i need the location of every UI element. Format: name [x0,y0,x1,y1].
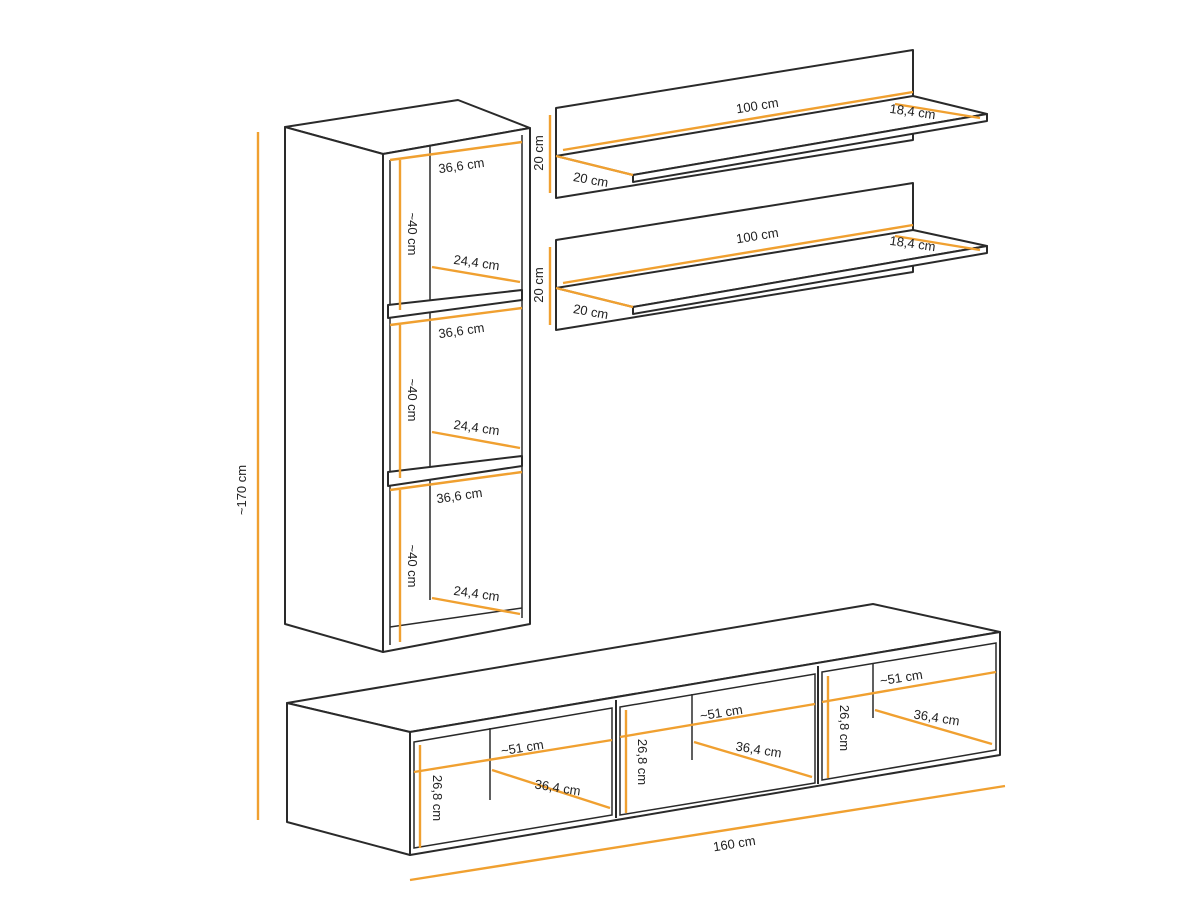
label-tv-2-height: 26,8 cm [635,739,650,785]
label-cabinet-width-1: 36,6 cm [437,155,485,176]
label-cabinet-width-2: 36,6 cm [437,320,485,341]
tall-cabinet-shelf-1 [387,289,523,319]
label-cabinet-height-2: ~40 cm [405,379,420,422]
label-shelf-1-length: 100 cm [735,95,779,116]
label-shelf-1-height: 20 cm [531,135,546,170]
wall-shelf-top [555,49,988,199]
label-cabinet-depth-2: 24,4 cm [453,417,501,438]
wall-shelf-bottom [555,182,988,331]
tv-unit-front [409,631,1001,856]
label-cabinet-height-1: ~40 cm [405,213,420,256]
label-tv-2-depth: 36,4 cm [735,739,783,761]
label-shelf-1-side: 20 cm [572,169,609,190]
label-tv-3-depth: 36,4 cm [913,707,961,729]
label-shelf-1-depth: 18,4 cm [889,101,937,122]
label-tv-3-width: ~51 cm [879,667,924,689]
label-shelf-2-height: 20 cm [531,267,546,302]
label-tv-2-width: ~51 cm [699,702,744,724]
label-cabinet-height-3: ~40 cm [405,545,420,588]
total-width-line [409,784,1006,882]
label-total-height: ~170 cm [234,465,249,515]
tall-cabinet-shelf-2 [387,455,523,487]
label-tv-1-height: 26,8 cm [430,775,445,821]
tall-cabinet [284,99,531,653]
label-shelf-2-side: 20 cm [572,301,609,322]
label-shelf-2-depth: 18,4 cm [889,233,937,254]
label-total-width: 160 cm [712,833,756,854]
label-shelf-2-length: 100 cm [735,225,779,246]
tv-unit [286,603,1001,856]
tall-cabinet-front [382,127,531,653]
label-cabinet-depth-1: 24,4 cm [453,252,501,273]
label-cabinet-width-3: 36,6 cm [435,485,483,506]
label-cabinet-depth-3: 24,4 cm [453,583,501,604]
label-tv-3-height: 26,8 cm [837,705,852,751]
tall-cabinet-side [284,126,384,653]
label-tv-1-depth: 36,4 cm [534,777,582,799]
label-tv-1-width: ~51 cm [500,737,545,759]
dimension-lines [256,90,1006,882]
dimension-labels: ~170 cm 160 cm 36,6 cm 36,6 cm 36,6 cm 2… [234,95,961,854]
